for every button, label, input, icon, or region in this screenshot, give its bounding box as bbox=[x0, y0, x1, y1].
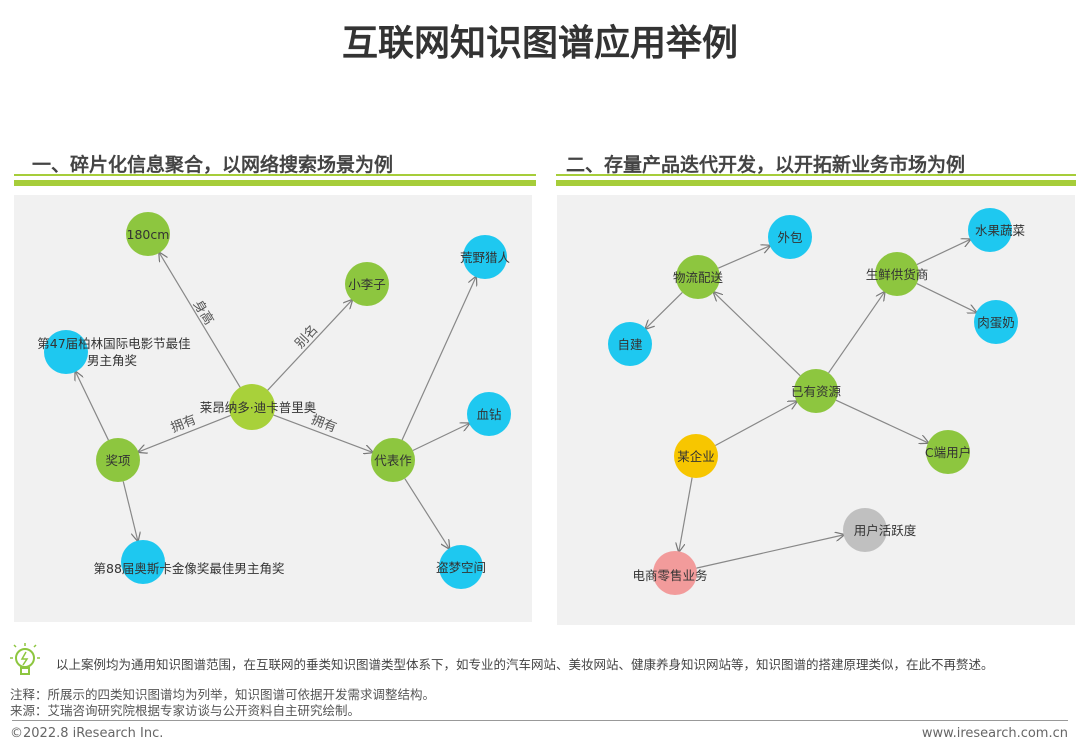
note-text: 注释：所展示的四类知识图谱均为列举，知识图谱可依据开发需求调整结构。 bbox=[10, 687, 436, 702]
graph-edge bbox=[828, 292, 885, 374]
graph-edge bbox=[412, 424, 469, 452]
node-label: 第47届柏林国际电影节最佳 bbox=[37, 336, 190, 351]
left-section-heading: 一、碎片化信息聚合，以网络搜索场景为例 bbox=[32, 154, 394, 176]
graph-node[interactable] bbox=[926, 430, 970, 474]
graph-node[interactable] bbox=[44, 330, 88, 374]
graph-edge bbox=[76, 372, 109, 441]
divider bbox=[556, 174, 1076, 176]
graph-node[interactable] bbox=[345, 262, 389, 306]
graph-node[interactable] bbox=[121, 540, 165, 584]
node-label: 莱昂纳多·迪卡普里奥 bbox=[200, 400, 317, 415]
graph-node[interactable] bbox=[676, 255, 720, 299]
graph-edge bbox=[835, 399, 928, 443]
graph-edge bbox=[159, 253, 242, 389]
graph-edge bbox=[646, 292, 683, 328]
graph-edge bbox=[401, 277, 476, 441]
copyright: ©2022.8 iResearch Inc. bbox=[10, 726, 164, 741]
graph-node[interactable] bbox=[875, 252, 919, 296]
lightbulb-icon bbox=[10, 642, 40, 682]
node-label: 小李子 bbox=[348, 277, 386, 292]
divider bbox=[14, 180, 536, 186]
graph-edge bbox=[679, 477, 693, 552]
graph-node[interactable] bbox=[968, 208, 1012, 252]
node-label: 肉蛋奶 bbox=[977, 315, 1015, 330]
graph-node[interactable] bbox=[126, 212, 170, 256]
node-label: 180cm bbox=[127, 227, 170, 242]
graph-edge bbox=[916, 239, 970, 266]
graph-edge bbox=[138, 414, 232, 452]
node-label: 物流配送 bbox=[673, 270, 724, 285]
source-text: 来源：艾瑞咨询研究院根据专家访谈与公开资料自主研究绘制。 bbox=[10, 703, 361, 718]
graph-edge bbox=[696, 535, 843, 569]
edge-label: 别名 bbox=[292, 322, 321, 352]
node-label: 盗梦空间 bbox=[436, 560, 486, 575]
graph-node[interactable] bbox=[371, 438, 415, 482]
right-section-heading: 二、存量产品迭代开发，以开拓新业务市场为例 bbox=[566, 154, 966, 176]
node-label: 奖项 bbox=[105, 453, 130, 468]
graph-edge bbox=[122, 481, 138, 540]
node-label: 第88届奥斯卡金像奖最佳男主角奖 bbox=[94, 561, 285, 576]
divider bbox=[14, 174, 536, 176]
node-label: 电商零售业务 bbox=[632, 568, 707, 583]
node-label: 外包 bbox=[777, 230, 802, 245]
graph-node[interactable] bbox=[768, 215, 812, 259]
graph-node[interactable] bbox=[463, 235, 507, 279]
node-label: 自建 bbox=[617, 337, 643, 352]
graph-edge bbox=[272, 414, 373, 453]
graph-node[interactable] bbox=[439, 545, 483, 589]
node-label: 用户活跃度 bbox=[854, 523, 917, 538]
node-label: 某企业 bbox=[677, 449, 715, 464]
graph-node[interactable] bbox=[794, 369, 838, 413]
page-title: 互联网知识图谱应用举例 bbox=[341, 23, 738, 64]
node-label: 男主角奖 bbox=[87, 353, 137, 368]
node-label: 血钻 bbox=[476, 407, 501, 422]
graph-edge bbox=[266, 300, 352, 392]
graph-node[interactable] bbox=[653, 551, 697, 595]
node-label: 荒野猎人 bbox=[460, 250, 511, 265]
node-label: 已有资源 bbox=[791, 384, 842, 399]
edge-label: 拥有 bbox=[309, 413, 339, 436]
summary-text: 以上案例均为通用知识图谱范围，在互联网的垂类知识图谱类型体系下，如专业的汽车网站… bbox=[56, 657, 994, 672]
graph-edge bbox=[714, 292, 801, 377]
node-label: C端用户 bbox=[925, 445, 971, 460]
graph-node[interactable] bbox=[674, 434, 718, 478]
graph-node[interactable] bbox=[608, 322, 652, 366]
graph-node[interactable] bbox=[467, 392, 511, 436]
graph-edge bbox=[404, 478, 449, 549]
node-label: 生鲜供货商 bbox=[866, 267, 929, 282]
graph-edge bbox=[715, 401, 796, 447]
edge-label: 身高 bbox=[190, 297, 217, 328]
graph-node[interactable] bbox=[974, 300, 1018, 344]
graph-node[interactable] bbox=[843, 508, 887, 552]
graph-edge bbox=[717, 246, 770, 269]
node-label: 代表作 bbox=[374, 453, 412, 468]
graph-edge bbox=[916, 283, 976, 313]
node-label: 水果蔬菜 bbox=[975, 223, 1026, 238]
graph-node[interactable] bbox=[96, 438, 140, 482]
website-link[interactable]: www.iresearch.com.cn bbox=[921, 726, 1068, 741]
edge-label: 拥有 bbox=[169, 412, 199, 436]
footer-divider bbox=[12, 720, 1068, 721]
divider bbox=[556, 180, 1076, 186]
graph-node[interactable] bbox=[229, 384, 275, 430]
